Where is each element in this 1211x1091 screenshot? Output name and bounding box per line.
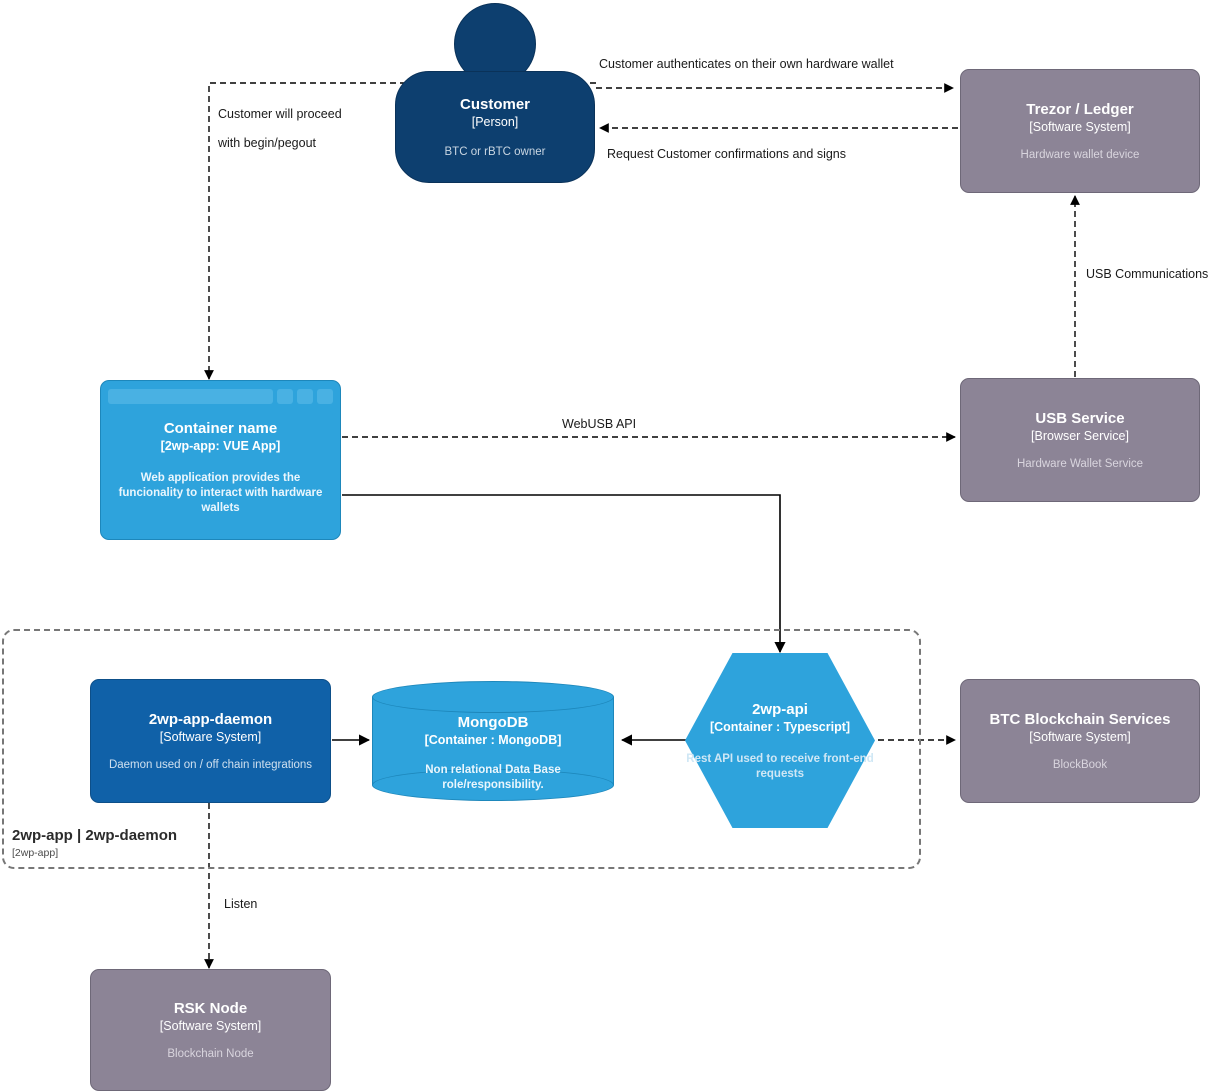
- node-btc-blockchain-services[interactable]: BTC Blockchain Services [Software System…: [960, 679, 1200, 803]
- boundary-tech: [2wp-app]: [12, 847, 59, 859]
- node-usb-service-title: USB Service: [1035, 409, 1125, 427]
- node-2wp-api-text: 2wp-api [Container : Typescript] Rest AP…: [685, 653, 875, 828]
- node-rsk-desc: Blockchain Node: [167, 1047, 254, 1060]
- browser-maximize-icon[interactable]: [297, 389, 313, 404]
- node-btc-tech: [Software System]: [1029, 729, 1131, 744]
- node-2wp-api[interactable]: 2wp-api [Container : Typescript] Rest AP…: [685, 653, 875, 828]
- edge-label-usb-communications: USB Communications: [1086, 267, 1209, 281]
- browser-chrome: [108, 388, 333, 405]
- hexagon-shape: [685, 653, 875, 828]
- browser-body: Container name [2wp-app: VUE App] Web ap…: [108, 410, 333, 525]
- node-trezor-ledger[interactable]: Trezor / Ledger [Software System] Hardwa…: [960, 69, 1200, 193]
- node-btc-desc: BlockBook: [1052, 758, 1108, 771]
- node-daemon-title: 2wp-app-daemon: [148, 710, 273, 728]
- boundary-label: 2wp-app | 2wp-daemon [2wp-app]: [12, 826, 177, 860]
- node-vue-app-title: Container name: [163, 420, 278, 437]
- edge-label-webusb-api: WebUSB API: [562, 417, 637, 431]
- node-customer-title: Customer: [459, 95, 530, 113]
- node-rsk-node[interactable]: RSK Node [Software System] Blockchain No…: [90, 969, 331, 1091]
- node-trezor-ledger-title: Trezor / Ledger: [1026, 100, 1134, 118]
- node-vue-app-tech: [2wp-app: VUE App]: [160, 439, 281, 453]
- cylinder-bottom: [372, 769, 614, 801]
- boundary-2wp-app: [2, 629, 921, 869]
- node-usb-service-tech: [Browser Service]: [1031, 428, 1129, 443]
- node-mongodb-tech: [Container : MongoDB]: [424, 733, 562, 747]
- node-2wp-app-daemon[interactable]: 2wp-app-daemon [Software System] Daemon …: [90, 679, 331, 803]
- person-body: Customer [Person] BTC or rBTC owner: [395, 71, 595, 183]
- node-vue-app-desc: Web application provides the funcionalit…: [118, 472, 323, 514]
- node-2wp-api-tech: [Container : Typescript]: [709, 719, 851, 734]
- node-usb-service-desc: Hardware Wallet Service: [1016, 457, 1144, 470]
- node-btc-title: BTC Blockchain Services: [989, 710, 1171, 728]
- edge-label-customer-to-trezor: Customer authenticates on their own hard…: [599, 57, 894, 71]
- node-customer[interactable]: Customer [Person] BTC or rBTC owner: [395, 3, 595, 183]
- node-mongodb-text: MongoDB [Container : MongoDB] Non relati…: [372, 714, 614, 791]
- node-rsk-title: RSK Node: [173, 999, 248, 1017]
- node-trezor-ledger-tech: [Software System]: [1029, 119, 1131, 134]
- boundary-name: 2wp-app | 2wp-daemon: [12, 827, 178, 844]
- node-2wp-api-title: 2wp-api: [752, 700, 808, 718]
- edge-label-trezor-to-customer: Request Customer confirmations and signs: [607, 147, 847, 161]
- node-daemon-tech: [Software System]: [159, 729, 262, 744]
- node-usb-service[interactable]: USB Service [Browser Service] Hardware W…: [960, 378, 1200, 502]
- node-mongodb-desc: Non relational Data Base role/responsibi…: [425, 764, 561, 791]
- edge-label-customer-to-vueapp-line1: Customer will proceed: [218, 107, 342, 121]
- node-mongodb-title: MongoDB: [457, 714, 529, 731]
- edge-label-customer-to-vueapp-line2: with begin/pegout: [218, 136, 316, 150]
- node-customer-desc: BTC or rBTC owner: [444, 145, 546, 158]
- node-vue-app[interactable]: Container name [2wp-app: VUE App] Web ap…: [100, 380, 341, 540]
- node-2wp-api-desc: Rest API used to receive front-end reque…: [686, 752, 874, 780]
- node-customer-tech: [Person]: [471, 114, 519, 129]
- browser-urlbar[interactable]: [108, 389, 273, 404]
- browser-minimize-icon[interactable]: [277, 389, 293, 404]
- node-rsk-tech: [Software System]: [159, 1018, 262, 1033]
- browser-close-icon[interactable]: [317, 389, 333, 404]
- node-trezor-ledger-desc: Hardware wallet device: [1020, 148, 1140, 161]
- edge-label-listen: Listen: [224, 897, 258, 911]
- node-mongodb[interactable]: MongoDB [Container : MongoDB] Non relati…: [372, 681, 614, 801]
- node-daemon-desc: Daemon used on / off chain integrations: [108, 758, 313, 771]
- cylinder-top: [372, 681, 614, 713]
